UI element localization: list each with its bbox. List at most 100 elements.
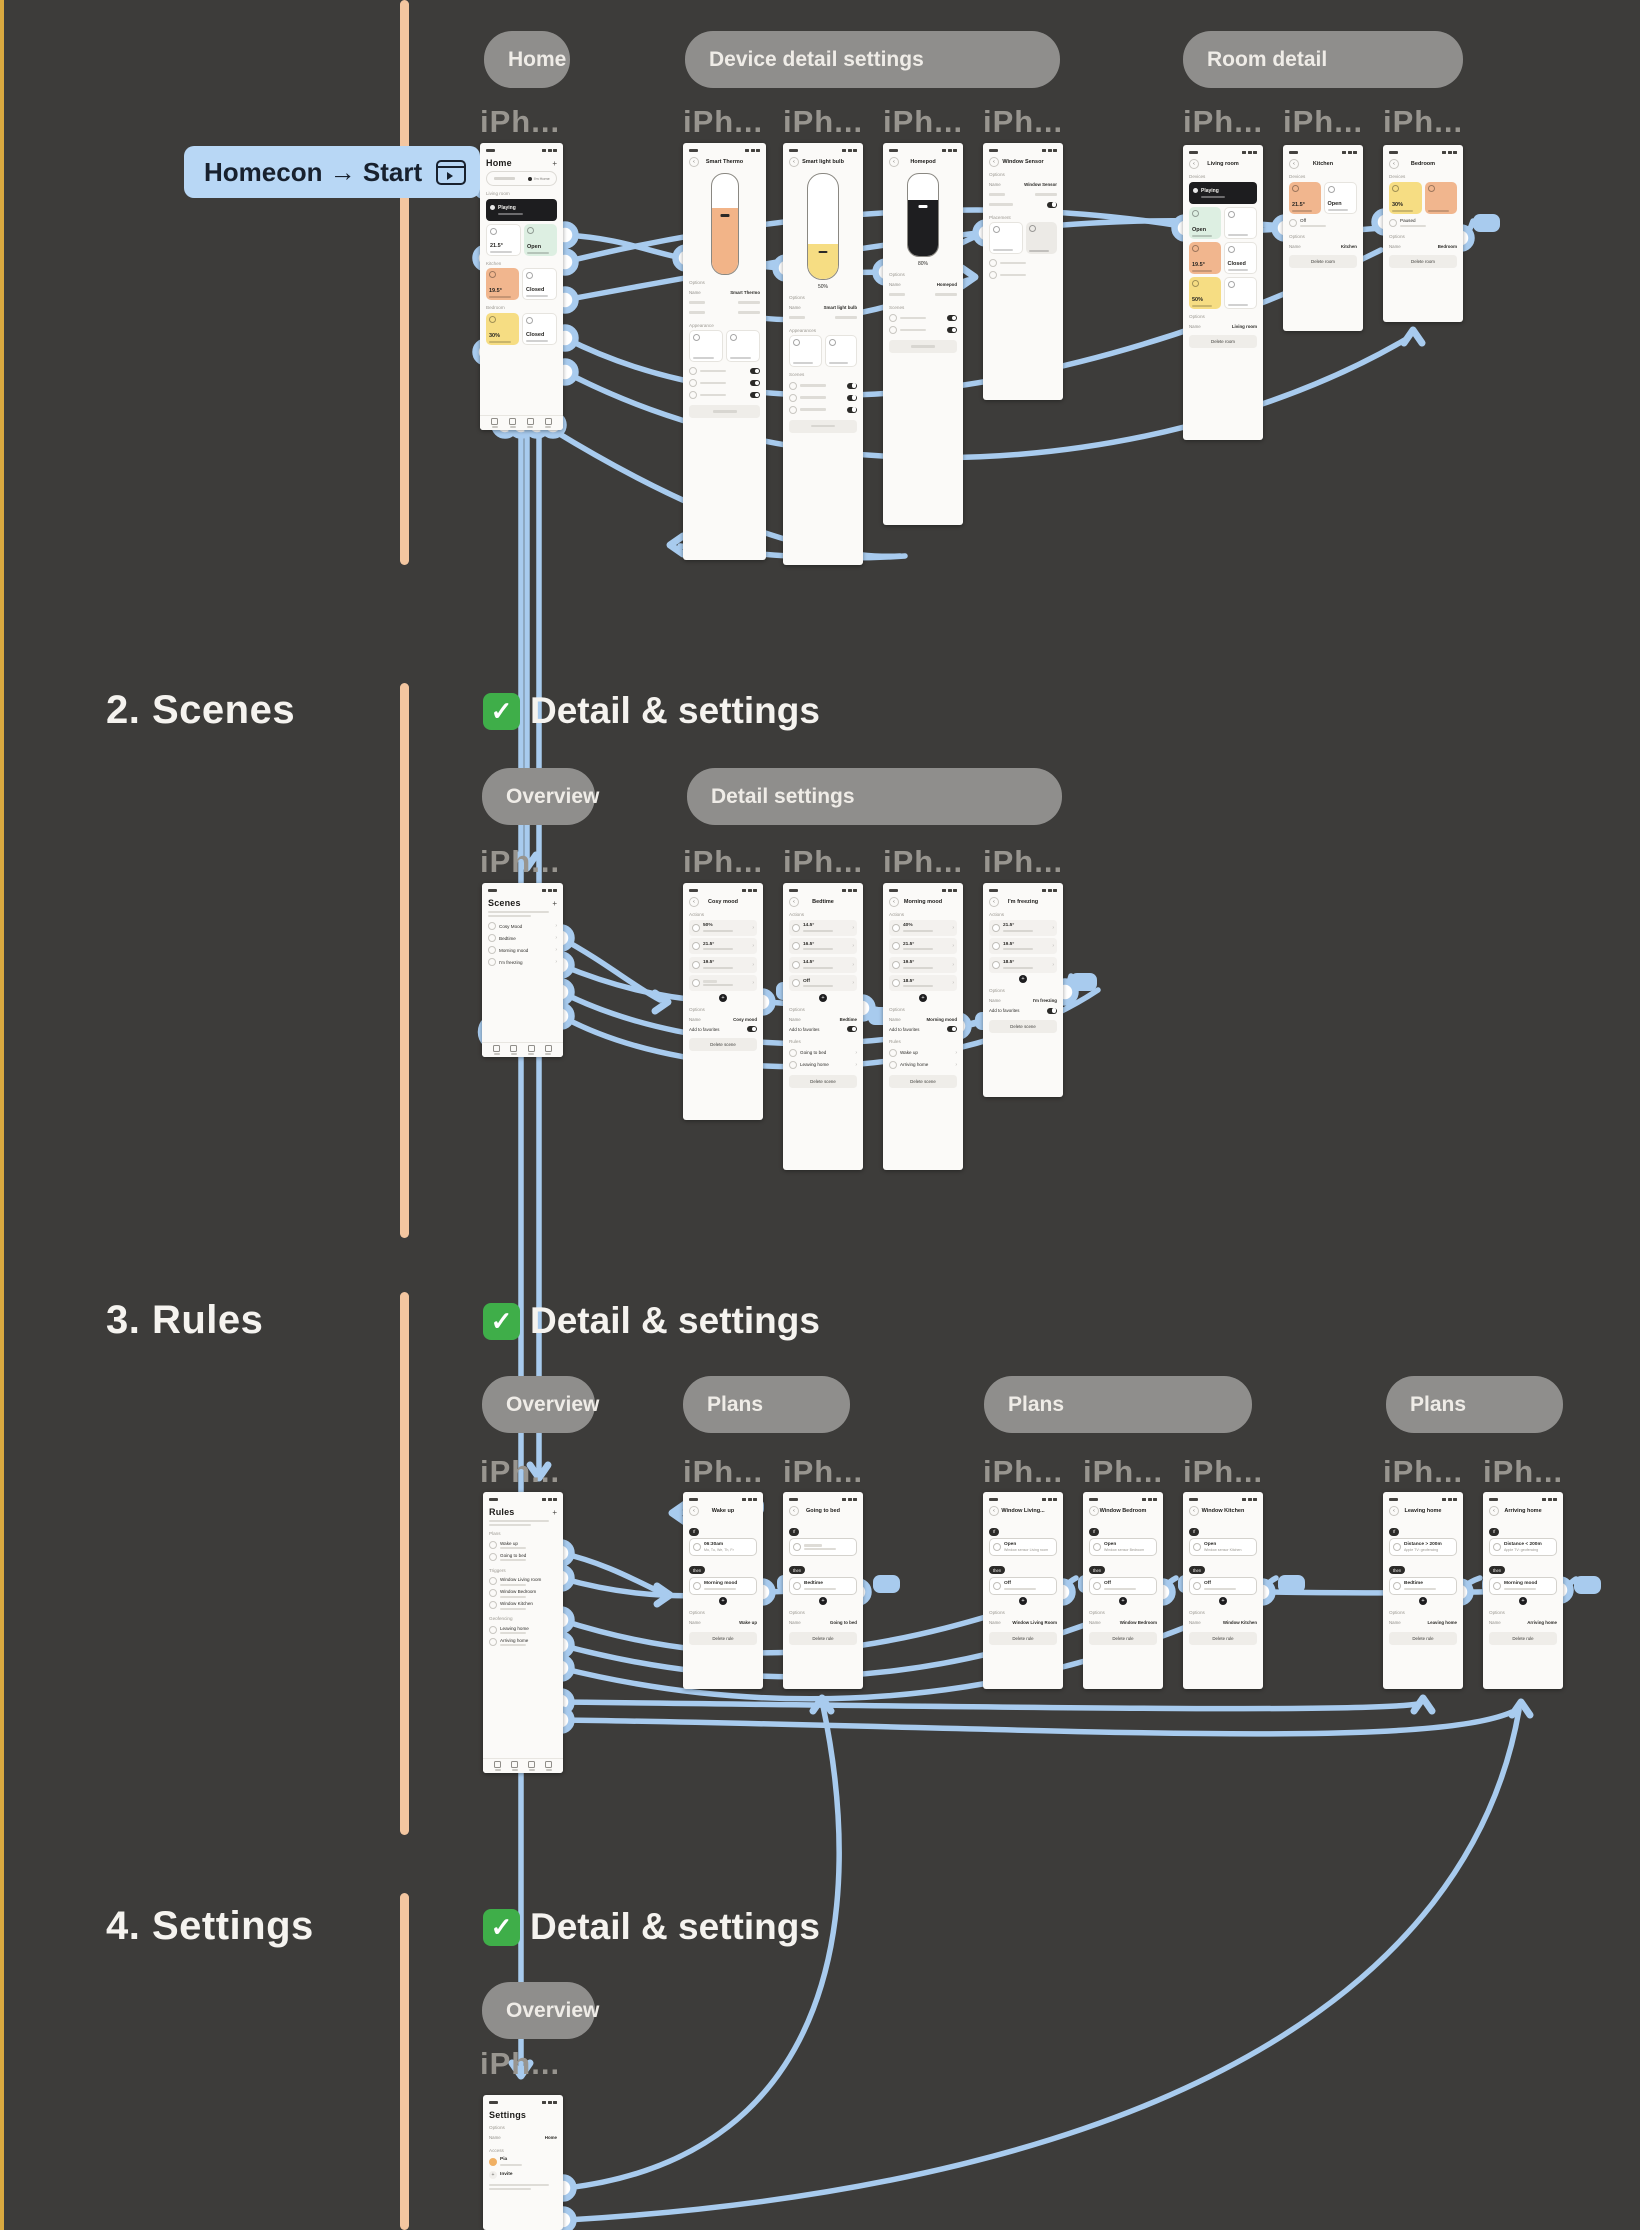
flow-group-pill[interactable]: Detail settings	[687, 768, 1062, 825]
device-frame-scenes-overview[interactable]: Scenes+Cosy Mood›Bedtime›Morning mood›I'…	[482, 883, 563, 1057]
flow-group-pill[interactable]: Plans	[1386, 1376, 1563, 1433]
plus-icon[interactable]: +	[719, 993, 727, 1002]
flow-group-pill[interactable]: Room detail	[1183, 31, 1463, 88]
action-button[interactable]: Delete scene	[889, 1074, 957, 1088]
flow-marker-tag[interactable]	[1473, 214, 1500, 232]
plus-icon[interactable]: +	[1219, 1597, 1227, 1605]
frame-name-label[interactable]: iPh...	[480, 1454, 561, 1489]
action-button[interactable]: Delete scene	[989, 1019, 1057, 1033]
plus-icon[interactable]: +	[1019, 975, 1027, 983]
frame-name-label[interactable]: iPh...	[480, 104, 561, 139]
frame-name-label[interactable]: iPh...	[1183, 104, 1264, 139]
toggle-switch[interactable]	[847, 394, 857, 401]
frame-name-label[interactable]: iPh...	[1283, 104, 1364, 139]
frame-name-label[interactable]: iPh...	[1183, 1454, 1264, 1489]
toggle-switch[interactable]	[947, 327, 957, 333]
toggle-switch[interactable]	[750, 368, 760, 374]
action-button[interactable]: Delete rule	[789, 1631, 857, 1645]
flow-marker-tag[interactable]	[1574, 1576, 1601, 1594]
action-button[interactable]: Delete rule	[1089, 1631, 1157, 1645]
action-button[interactable]	[889, 340, 957, 353]
frame-name-label[interactable]: iPh...	[683, 844, 764, 879]
tab-icon[interactable]	[494, 1760, 501, 1772]
plus-icon[interactable]: +	[1019, 1597, 1027, 1605]
toggle-switch[interactable]	[1047, 201, 1057, 208]
tab-icon[interactable]	[511, 1760, 518, 1772]
plus-icon[interactable]: +	[1119, 1597, 1127, 1605]
flow-group-pill[interactable]: Overview	[482, 1982, 599, 2039]
frame-name-label[interactable]: iPh...	[883, 104, 964, 139]
toggle-switch[interactable]	[750, 392, 760, 398]
flow-marker-tag[interactable]	[873, 1575, 900, 1593]
plus-icon[interactable]: +	[1519, 1597, 1527, 1605]
action-button[interactable]: Delete room	[1289, 255, 1357, 268]
frame-name-label[interactable]: iPh...	[983, 104, 1064, 139]
frame-name-label[interactable]: iPh...	[783, 844, 864, 879]
toggle-switch[interactable]	[1047, 1007, 1057, 1014]
action-button[interactable]: Delete rule	[689, 1631, 757, 1645]
tab-icon[interactable]	[544, 417, 552, 429]
action-button[interactable]	[689, 405, 760, 418]
frame-name-label[interactable]: iPh...	[1383, 104, 1464, 139]
action-button[interactable]: Delete rule	[1489, 1631, 1557, 1645]
plus-icon[interactable]: +	[819, 1597, 827, 1605]
plus-icon[interactable]: +	[819, 993, 827, 1002]
action-button[interactable]: Delete scene	[789, 1074, 857, 1088]
frame-name-label[interactable]: iPh...	[1083, 1454, 1164, 1489]
toggle-switch[interactable]	[847, 406, 857, 413]
frame-name-label[interactable]: iPh...	[983, 1454, 1064, 1489]
frame-name-label[interactable]: iPh...	[983, 844, 1064, 879]
tab-icon[interactable]	[493, 1044, 501, 1056]
action-button[interactable]: Delete rule	[1389, 1631, 1457, 1645]
flow-start-badge[interactable]: Homecon → Start	[184, 146, 481, 198]
tab-icon[interactable]	[491, 417, 499, 429]
plus-icon[interactable]: +	[1419, 1597, 1427, 1605]
action-button[interactable]: Delete rule	[989, 1631, 1057, 1645]
toggle-switch[interactable]	[747, 1026, 757, 1032]
plus-icon[interactable]: +	[719, 1597, 727, 1605]
toggle-switch[interactable]	[947, 315, 957, 321]
flow-group-pill[interactable]: Overview	[482, 768, 599, 825]
flow-marker-tag[interactable]	[1070, 973, 1097, 991]
frame-name-label[interactable]: iPh...	[883, 844, 964, 879]
frame-name-label[interactable]: iPh...	[783, 104, 864, 139]
flow-group-pill[interactable]: Plans	[984, 1376, 1252, 1433]
toggle-switch[interactable]	[750, 380, 760, 386]
flow-group-pill[interactable]: Plans	[683, 1376, 850, 1433]
frame-name-label[interactable]: iPh...	[480, 2046, 561, 2081]
tab-icon[interactable]	[510, 1044, 518, 1056]
action-button[interactable]	[789, 419, 857, 433]
toggle-switch[interactable]	[847, 1026, 857, 1032]
frame-name-label[interactable]: iPh...	[1483, 1454, 1564, 1489]
action-button[interactable]: Delete rule	[1189, 1631, 1257, 1645]
flow-group-pill[interactable]: Overview	[482, 1376, 599, 1433]
frame-name-label[interactable]: iPh...	[683, 1454, 764, 1489]
tab-icon[interactable]	[509, 417, 517, 429]
flow-group-pill[interactable]: Device detail settings	[685, 31, 1060, 88]
plus-icon[interactable]: +	[919, 993, 927, 1002]
tab-icon[interactable]	[528, 1760, 535, 1772]
frame-name-label[interactable]: iPh...	[783, 1454, 864, 1489]
action-button[interactable]: Delete room	[1389, 255, 1457, 268]
flow-marker-tag[interactable]	[1278, 1575, 1305, 1593]
